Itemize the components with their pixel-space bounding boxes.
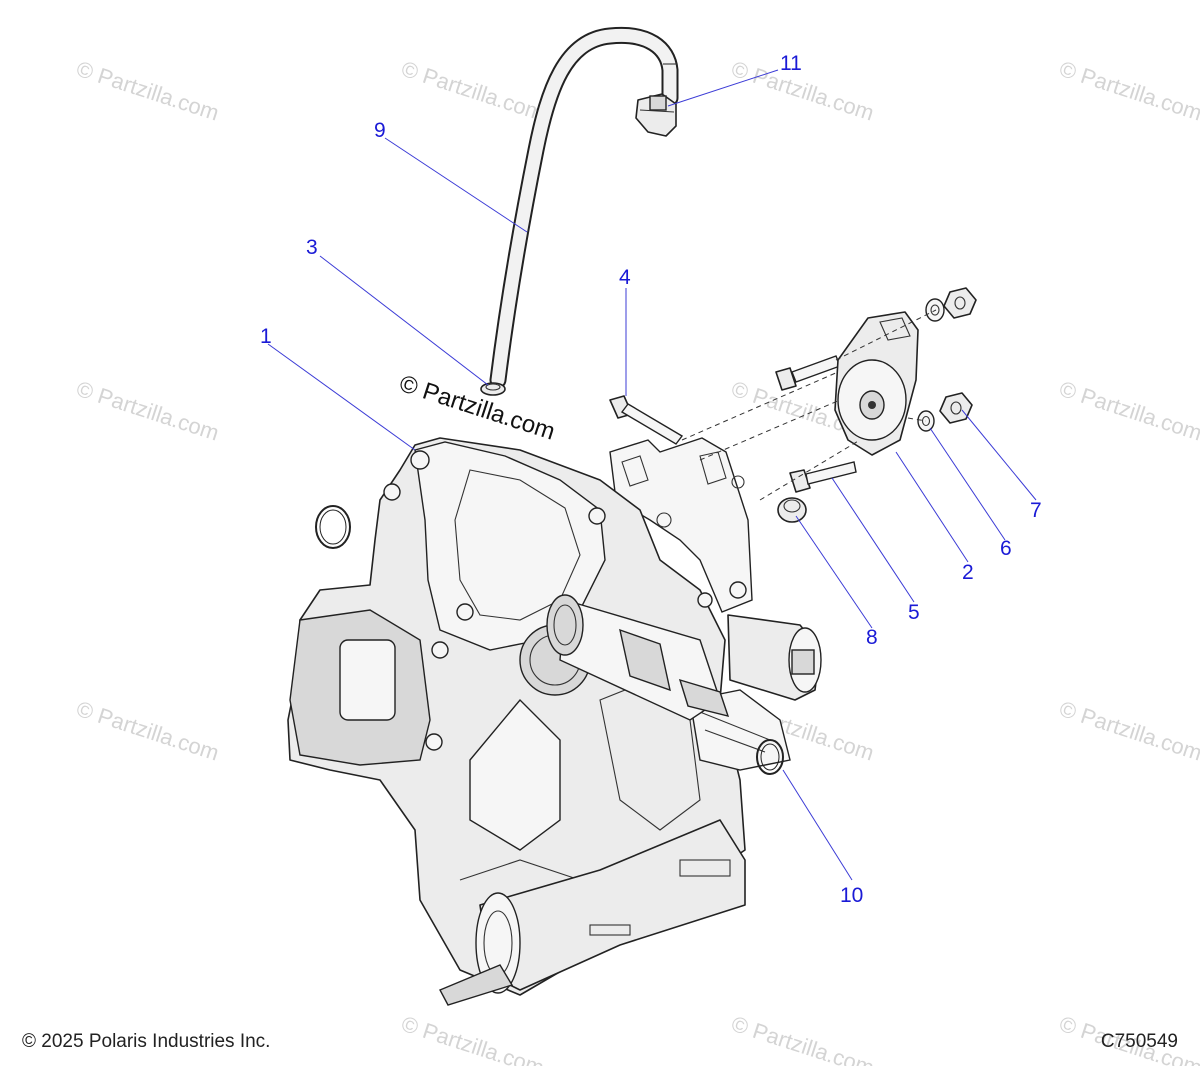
bolt-short (789, 461, 857, 493)
watermark: © Partzilla.com (728, 1011, 877, 1066)
callout-11: 11 (780, 52, 802, 75)
callout-6: 6 (1000, 537, 1012, 560)
watermark: © Partzilla.com (1056, 56, 1200, 126)
leader-lines (267, 69, 1037, 881)
hose-clamp (480, 382, 506, 396)
watermark: © Partzilla.com (1056, 376, 1200, 446)
callout-2: 2 (962, 561, 974, 584)
watermark: © Partzilla.com (73, 376, 222, 446)
watermark: © Partzilla.com (73, 56, 222, 126)
watermark: © Partzilla.com (1056, 696, 1200, 766)
nut-upper (943, 287, 977, 319)
watermark: © Partzilla.com (73, 696, 222, 766)
callout-1: 1 (260, 325, 272, 348)
assembly-lines (681, 309, 937, 501)
drawing-code: C750549 (1100, 1031, 1178, 1052)
o-ring-right (756, 739, 784, 775)
nut-lower (939, 392, 973, 424)
pto-tube (439, 819, 746, 1006)
callout-10: 10 (840, 884, 863, 907)
watermark: © Partzilla.com (728, 56, 877, 126)
mounting-bracket (609, 437, 753, 613)
actuator-cylinder (727, 614, 822, 701)
callout-8: 8 (866, 626, 878, 649)
hose-fitting (635, 93, 677, 137)
watermark: © Partzilla.com (398, 1011, 547, 1066)
callout-4: 4 (619, 266, 631, 289)
spacer (777, 497, 807, 523)
callout-layer: 1 2 3 4 5 6 7 8 9 10 11 (260, 52, 1042, 907)
vent-hose (489, 26, 679, 389)
transmission-housing (287, 437, 791, 996)
o-ring-left (315, 505, 351, 549)
center-watermark-stamp: © Partzilla.com (396, 370, 558, 446)
output-shaft (546, 594, 730, 721)
callout-3: 3 (306, 236, 318, 259)
watermark: © Partzilla.com (398, 56, 547, 126)
copyright-notice: © 2025 Polaris Industries Inc. (22, 1031, 271, 1052)
callout-9: 9 (374, 119, 386, 142)
callout-5: 5 (908, 601, 920, 624)
bolt-upper (775, 355, 841, 391)
callout-7: 7 (1030, 499, 1042, 522)
sensor-cover (834, 311, 919, 456)
bolt-long (609, 395, 684, 445)
